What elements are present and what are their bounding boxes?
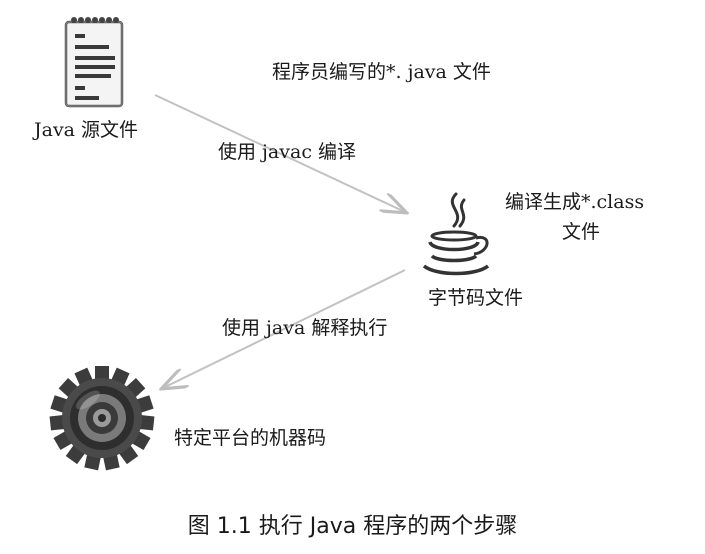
generate-label-line2: 文件 (562, 221, 601, 243)
interpret-arrow (163, 269, 406, 388)
java-coffee-icon (422, 192, 490, 276)
generate-label-line1: 编译生成*.class (505, 191, 645, 213)
figure-caption: 图 1.1 执行 Java 程序的两个步骤 (187, 514, 518, 539)
compile-label: 使用 javac 编译 (218, 141, 357, 163)
document-icon (64, 17, 124, 108)
gear-icon (49, 366, 155, 471)
source-label: Java 源文件 (34, 119, 139, 141)
source-note: 程序员编写的*. java 文件 (272, 61, 491, 83)
bytecode-label: 字节码文件 (428, 287, 524, 309)
interpret-label: 使用 java 解释执行 (222, 317, 388, 339)
machine-label: 特定平台的机器码 (174, 427, 327, 449)
compile-arrow (154, 94, 405, 212)
